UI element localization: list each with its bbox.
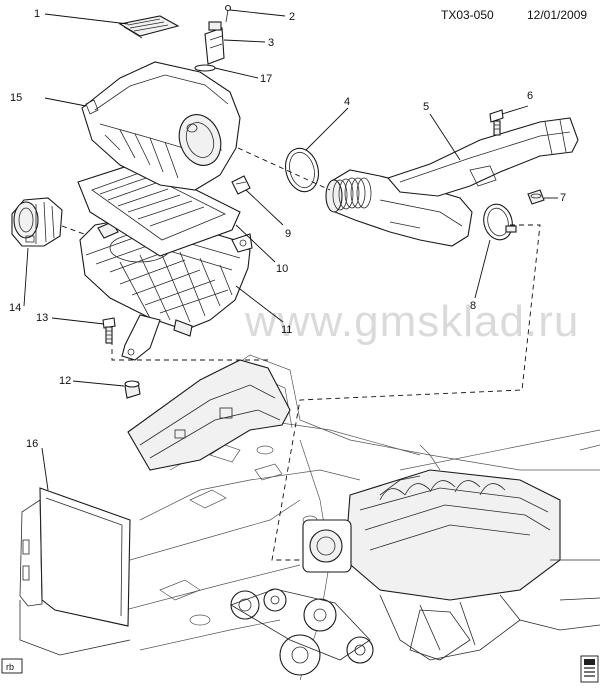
- throttle-body-clamp: [483, 203, 517, 241]
- corner-tag-text: rb: [6, 662, 14, 672]
- callout-5: 5: [423, 101, 429, 113]
- sensor-screw: [224, 4, 232, 23]
- callout-16: 16: [26, 438, 38, 450]
- callout-11: 11: [281, 324, 292, 336]
- inner-fender-panel: [127, 359, 291, 471]
- duct-grommet: [527, 189, 545, 205]
- duct-bolt: [489, 109, 504, 136]
- mass-air-flow-sensor: [204, 21, 225, 65]
- callout-2: 2: [289, 11, 295, 23]
- warning-label: [118, 15, 180, 39]
- leader-lines: [23, 9, 558, 561]
- diagram-date: 12/01/2009: [527, 8, 587, 22]
- diagram-code: TX03-050: [441, 8, 494, 22]
- callout-15: 15: [10, 92, 22, 104]
- air-baffle-panel: [19, 487, 131, 656]
- callout-4: 4: [344, 96, 350, 108]
- callout-7: 7: [560, 192, 566, 204]
- callout-14: 14: [9, 302, 21, 314]
- callout-6: 6: [527, 90, 533, 102]
- air-outlet-duct: [325, 169, 473, 247]
- sensor-seal: [194, 64, 216, 72]
- callout-13: 13: [36, 312, 48, 324]
- engine-assembly: [230, 469, 600, 676]
- mounting-bolt: [102, 317, 116, 344]
- corner-tag: rb: [1, 658, 23, 674]
- callout-1: 1: [34, 8, 40, 20]
- callout-10: 10: [276, 263, 288, 275]
- callout-numbers: 1 2 3 4 5 6 7 8 9 10 11 12 13 14 15 16 1…: [9, 8, 566, 450]
- outlet-duct-clamp: [284, 147, 320, 193]
- callout-17: 17: [260, 73, 272, 85]
- publisher-logo-icon: [580, 655, 599, 683]
- callout-12: 12: [59, 375, 71, 387]
- resonator: [11, 197, 63, 247]
- housing-clip: [231, 175, 251, 195]
- watermark: www.gmsklad.ru: [244, 297, 579, 346]
- air-cleaner-upper-housing: [81, 61, 241, 191]
- air-intake-duct: [387, 117, 579, 197]
- callout-3: 3: [268, 37, 274, 49]
- isolator-grommet: [124, 380, 141, 399]
- callout-8: 8: [470, 300, 476, 312]
- callout-9: 9: [285, 228, 291, 240]
